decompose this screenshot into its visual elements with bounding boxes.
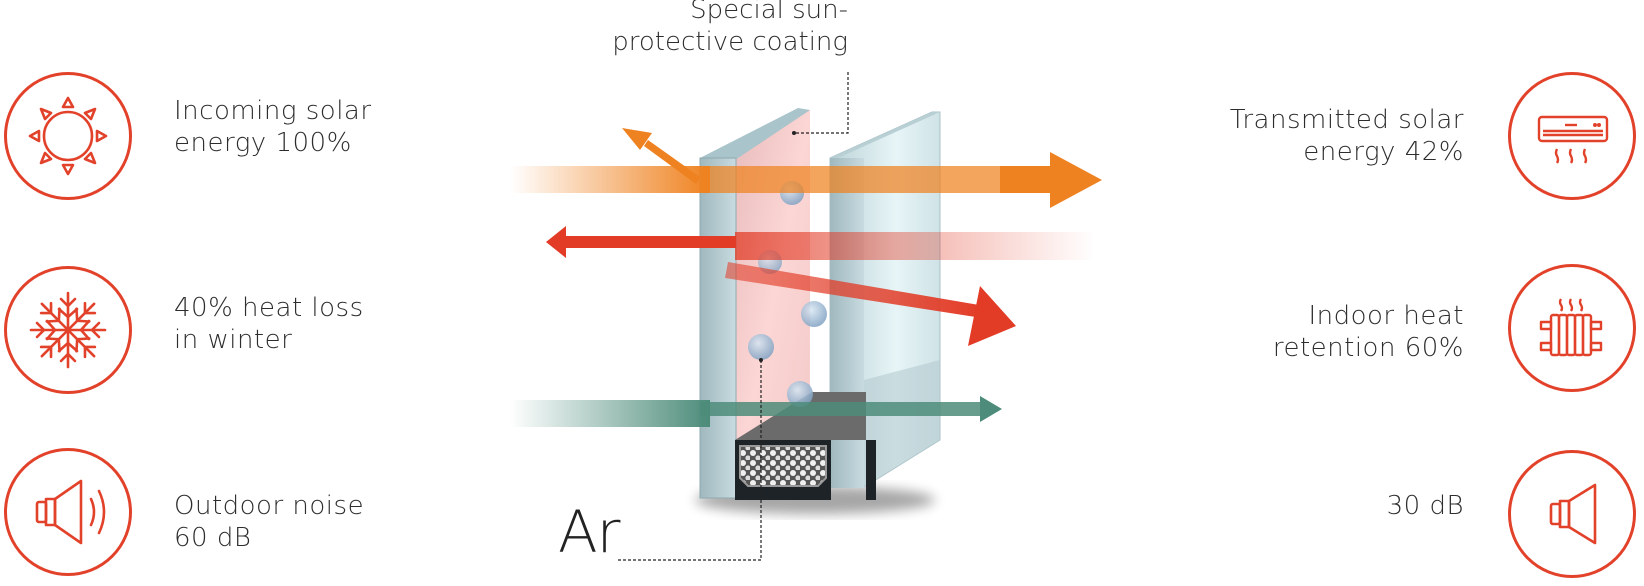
coating-label: Special sun- protective coating <box>612 0 848 58</box>
speaker-loud-icon <box>35 479 106 545</box>
label-line: Outdoor noise <box>174 491 365 521</box>
sun-icon-badge <box>4 72 132 200</box>
air-conditioner-icon <box>1537 115 1609 164</box>
label-line: retention 60% <box>1272 333 1464 363</box>
argon-label: Ar <box>558 498 621 566</box>
noise-arrow <box>510 396 1002 427</box>
argon-bubble <box>787 381 813 407</box>
label-line: Indoor heat <box>1308 301 1464 331</box>
transmitted-solar-label: Transmitted solar energy 42% <box>1230 104 1464 168</box>
radiator-icon-badge <box>1508 264 1636 392</box>
coating-label-line1: Special sun- <box>690 0 848 25</box>
speaker-quiet-icon-badge <box>1508 450 1636 578</box>
indoor-noise-label: 30 dB <box>1387 490 1464 522</box>
label-line: energy 100% <box>174 128 352 158</box>
argon-bubble <box>748 334 774 360</box>
coating-leader-dot <box>792 131 796 135</box>
label-line: 30 dB <box>1386 491 1464 521</box>
speaker-loud-icon-badge <box>4 448 132 576</box>
label-line: 40% heat loss <box>174 293 364 323</box>
heat-loss-label: 40% heat loss in winter <box>174 292 364 356</box>
heat-retention-label: Indoor heat retention 60% <box>1273 300 1464 364</box>
snowflake-icon <box>29 291 107 369</box>
incoming-solar-label: Incoming solar energy 100% <box>174 95 372 159</box>
outdoor-noise-label: Outdoor noise 60 dB <box>174 490 364 554</box>
sun-icon <box>28 96 108 176</box>
coating-leader-line <box>794 72 849 134</box>
snowflake-icon-badge <box>4 266 132 394</box>
heat-retention-arrow <box>725 262 1016 346</box>
solar-energy-arrow <box>510 152 1102 208</box>
label-line: Incoming solar <box>174 96 372 126</box>
radiator-icon <box>1539 298 1603 357</box>
heat-loss-arrow <box>546 226 1095 260</box>
label-line: in winter <box>174 325 293 355</box>
speaker-quiet-icon <box>1549 483 1597 545</box>
argon-bubble <box>801 301 827 327</box>
air-conditioner-icon-badge <box>1508 72 1636 200</box>
argon-leader-line <box>616 360 762 561</box>
argon-leader-dot <box>759 358 763 362</box>
label-line: Transmitted solar <box>1229 105 1464 135</box>
label-line: energy 42% <box>1303 137 1464 167</box>
coating-label-line2: protective coating <box>612 27 848 57</box>
label-line: 60 dB <box>174 523 252 553</box>
reflected-solar-arrow <box>622 128 700 184</box>
